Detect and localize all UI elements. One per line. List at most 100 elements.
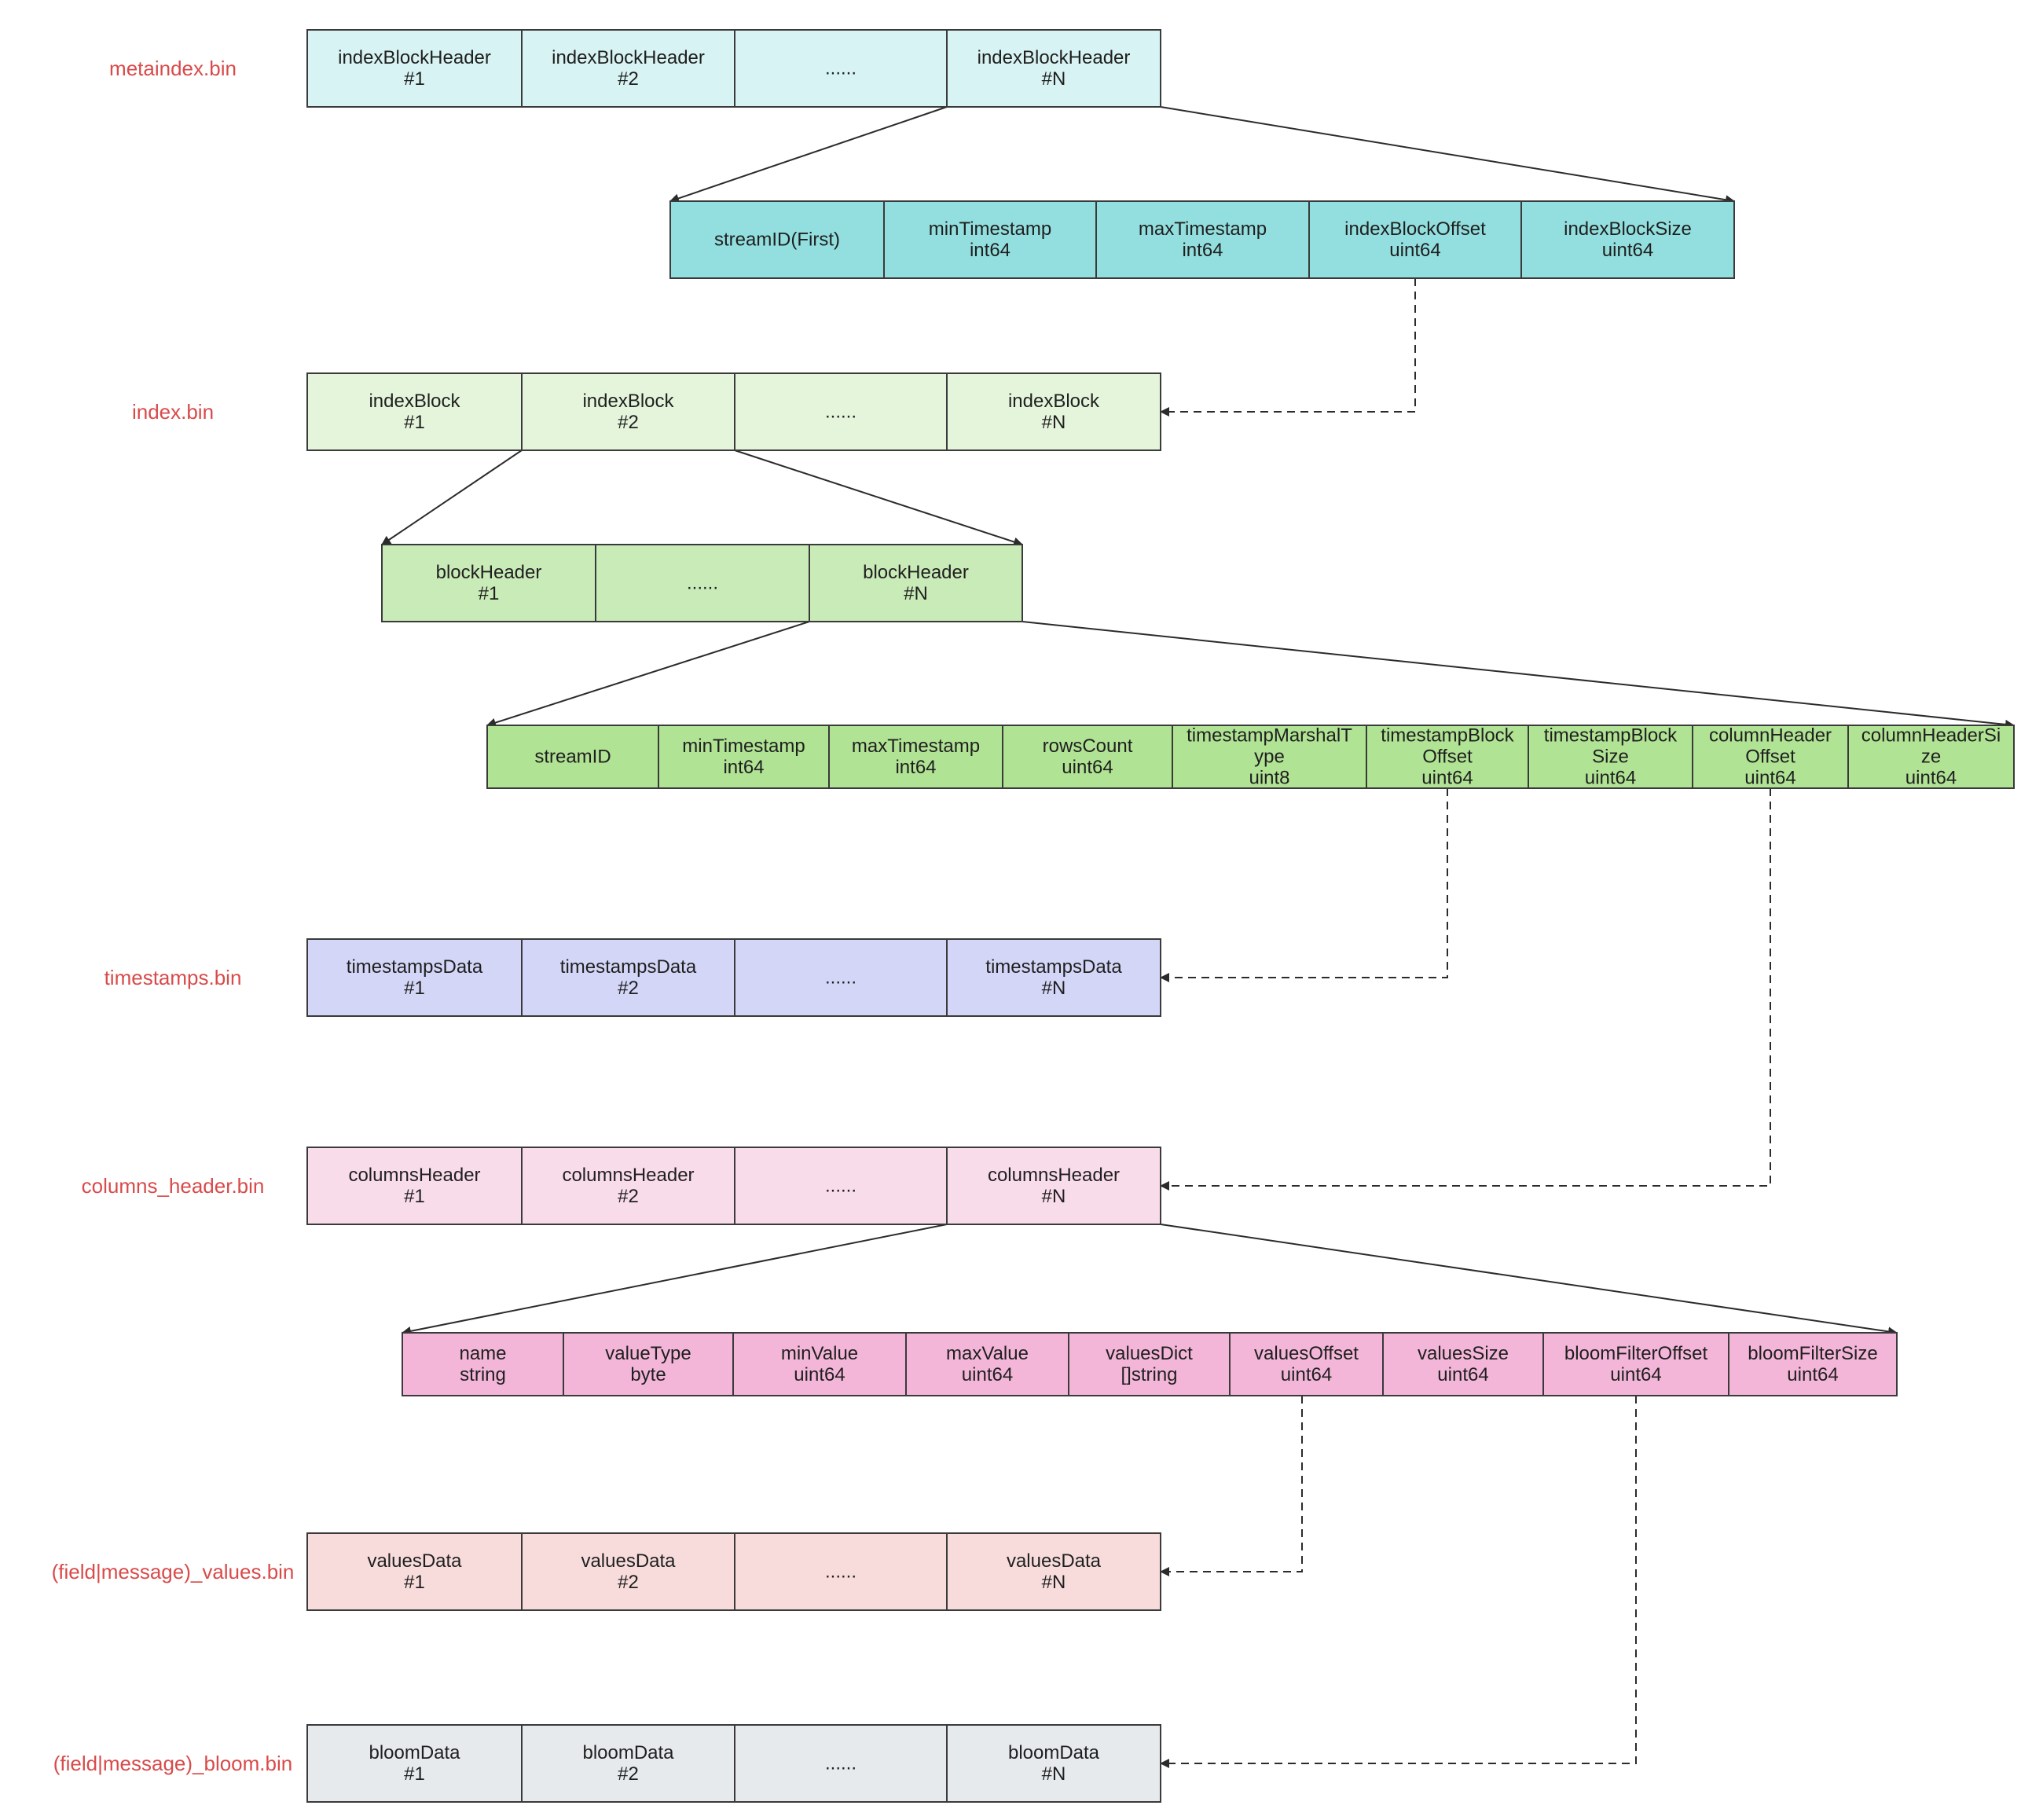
cell-text: blockHeader: [863, 562, 969, 583]
cell-columns-header-3: ......: [734, 1147, 948, 1225]
cell-box: [1068, 1332, 1231, 1396]
cell-text: Offset: [1422, 747, 1473, 768]
cell-box: [734, 1532, 948, 1611]
cell-text: #1: [404, 1572, 425, 1593]
file-label-index: index.bin: [132, 400, 214, 424]
cell-text: uint64: [1602, 240, 1653, 261]
cell-text: indexBlock: [582, 391, 674, 412]
cell-text: columnsHeader: [562, 1165, 694, 1186]
cell-index-2: indexBlock#2: [521, 372, 735, 451]
cell-box: [734, 29, 948, 108]
cell-box: [1382, 1332, 1544, 1396]
cell-text: ......: [687, 573, 718, 594]
cell-metaindex-2: indexBlockHeader#2: [521, 29, 735, 108]
cell-text: timestampBlock: [1544, 725, 1678, 747]
cell-text: #N: [904, 583, 928, 604]
cell-text: uint64: [1905, 768, 1957, 789]
cell-text: ......: [825, 967, 856, 989]
cell-text: indexBlockSize: [1564, 218, 1692, 240]
cell-text: uint64: [962, 1364, 1013, 1385]
cell-metaindex-4: indexBlockHeader#N: [946, 29, 1161, 108]
cell-box: [734, 372, 948, 451]
cell-columns-header-1: columnsHeader#1: [306, 1147, 523, 1225]
cell-text: name: [459, 1343, 506, 1364]
cell-box: [1308, 200, 1522, 279]
cell-text: rowsCount: [1043, 736, 1133, 757]
cell-values-3: ......: [734, 1532, 948, 1611]
cell-box: [402, 1332, 564, 1396]
cell-timestamps-2: timestampsData#2: [521, 938, 735, 1017]
cell-text: ......: [825, 402, 856, 423]
cell-text: ze: [1921, 747, 1941, 768]
expand-link-left: [486, 621, 810, 728]
cell-text: #N: [1042, 1763, 1066, 1785]
cell-text: #2: [618, 412, 639, 433]
cell-text: #N: [1042, 978, 1066, 999]
cell-text: indexBlockHeader: [552, 47, 705, 68]
cell-text: valuesOffset: [1254, 1343, 1359, 1364]
cell-text: #1: [404, 1763, 425, 1785]
cell-box: [1172, 725, 1367, 789]
cell-text: uint64: [1787, 1364, 1838, 1385]
cell-metaindex-3: ......: [734, 29, 948, 108]
cell-index-block-header-1: streamID(First): [669, 200, 885, 279]
cell-index-1: indexBlock#1: [306, 372, 523, 451]
cell-box: [946, 1147, 1161, 1225]
cell-text: indexBlock: [369, 391, 460, 412]
cell-box: [732, 1332, 907, 1396]
cell-bloom-1: bloomData#1: [306, 1724, 523, 1803]
cell-text: blockHeader: [436, 562, 542, 583]
cell-bloom-4: bloomData#N: [946, 1724, 1161, 1803]
cell-text: ......: [825, 58, 856, 79]
cell-text: timestampBlock: [1381, 725, 1514, 747]
file-label-timestamps: timestamps.bin: [105, 966, 242, 989]
cell-text: #2: [618, 1186, 639, 1207]
cell-text: #N: [1042, 68, 1066, 90]
cell-box: [486, 725, 659, 789]
cell-text: indexBlock: [1008, 391, 1100, 412]
cell-text: Offset: [1745, 747, 1795, 768]
row-values: valuesData#1valuesData#2......valuesData…: [306, 1532, 1161, 1611]
expand-link-right: [1160, 106, 1735, 205]
offset-link-bloom: [1160, 1396, 1637, 1768]
cell-text: columnsHeader: [348, 1165, 480, 1186]
cell-text: valuesData: [1007, 1550, 1102, 1572]
cell-box: [1229, 1332, 1384, 1396]
cell-text: #2: [618, 1763, 639, 1785]
cell-text: #2: [618, 978, 639, 999]
cell-text: timestampMarshalT: [1187, 725, 1352, 747]
cell-box: [306, 1724, 523, 1803]
cell-text: #2: [618, 68, 639, 90]
cell-box: [306, 372, 523, 451]
cell-text: #1: [479, 583, 500, 604]
cell-text: #1: [404, 68, 425, 90]
cell-text: uint64: [1437, 1364, 1488, 1385]
cell-box: [306, 29, 523, 108]
cell-box: [1847, 725, 2015, 789]
cell-text: timestampsData: [347, 956, 483, 978]
cell-box: [1002, 725, 1173, 789]
cell-text: #N: [1042, 412, 1066, 433]
expand-link-left: [669, 106, 948, 204]
cell-timestamps-4: timestampsData#N: [946, 938, 1161, 1017]
row-timestamps: timestampsData#1timestampsData#2......ti…: [306, 938, 1161, 1017]
cell-block-headers-2: ......: [595, 544, 810, 622]
cell-text: timestampsData: [560, 956, 697, 978]
cell-text: #1: [404, 1186, 425, 1207]
cell-metaindex-1: indexBlockHeader#1: [306, 29, 523, 108]
cell-text: uint8: [1249, 768, 1289, 789]
cell-values-1: valuesData#1: [306, 1532, 523, 1611]
